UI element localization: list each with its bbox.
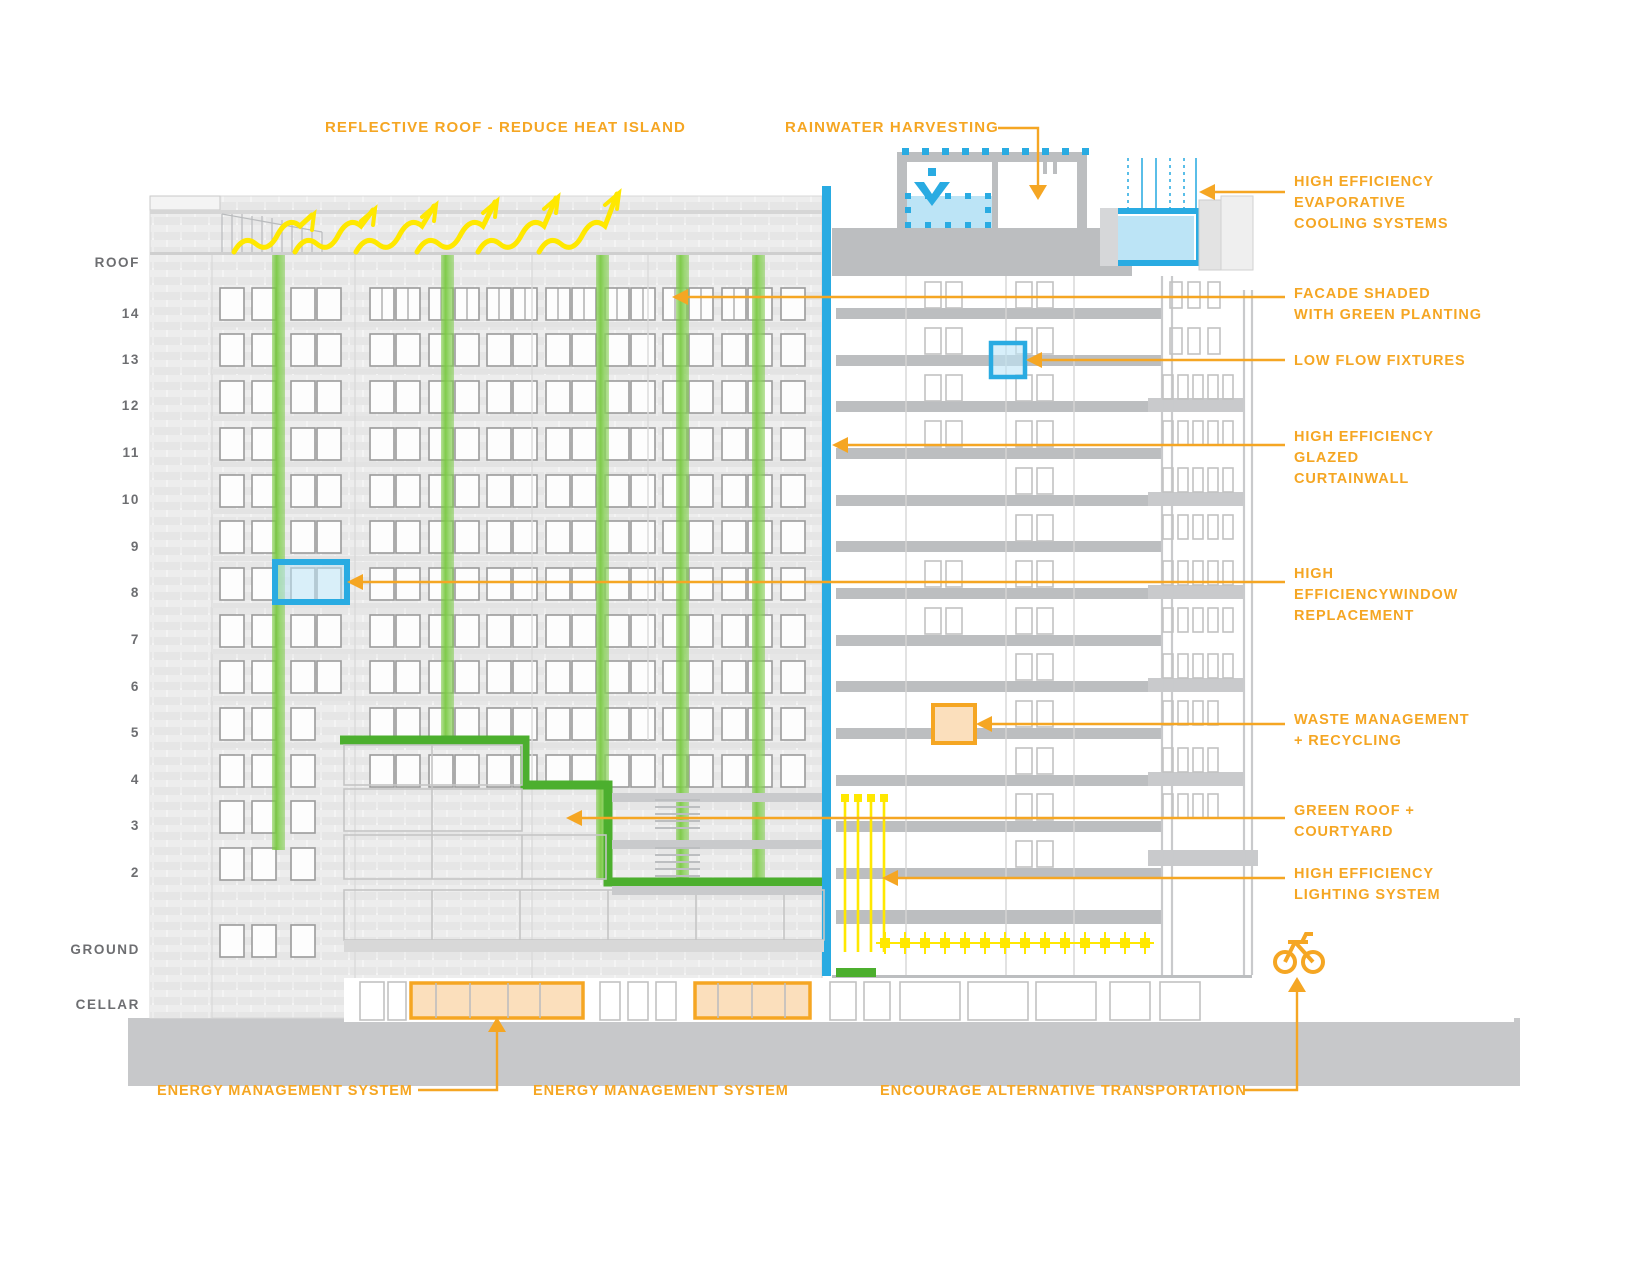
callout-waste-management: WASTE MANAGEMENT + RECYCLING (1294, 710, 1470, 752)
floor-label-5: 5 (130, 725, 140, 740)
podium-stairs (655, 799, 700, 877)
highlight-box-ems-mid (693, 981, 812, 1020)
green-planting-stripes (272, 255, 765, 880)
callout-line: + RECYCLING (1294, 733, 1402, 749)
callout-line: EFFICIENCYWINDOW (1294, 587, 1459, 603)
callout-green-roof-courtyard: GREEN ROOF + COURTYARD (1294, 801, 1415, 843)
highlight-box-waste-recycling (931, 703, 977, 745)
floor-label-7: 7 (130, 632, 140, 647)
floor-label-2: 2 (130, 865, 140, 880)
callout-line: HIGH EFFICIENCY (1294, 174, 1434, 190)
callout-line: HIGH EFFICIENCY (1294, 429, 1434, 445)
callout-line: LOW FLOW FIXTURES (1294, 353, 1466, 369)
highlight-box-low-flow-fixtures (988, 340, 1028, 380)
green-roof-line (340, 735, 822, 887)
floor-label-10: 10 (121, 492, 140, 507)
reflective-roof-heat-waves (231, 188, 622, 255)
callout-line: WASTE MANAGEMENT (1294, 712, 1470, 728)
callout-line: COOLING SYSTEMS (1294, 216, 1449, 232)
callout-line: EVAPORATIVE (1294, 195, 1406, 211)
highlight-box-window-replacement (272, 559, 350, 605)
floor-label-roof: ROOF (94, 255, 140, 270)
callout-line: LIGHTING SYSTEM (1294, 887, 1441, 903)
callout-alternative-transportation: ENCOURAGE ALTERNATIVE TRANSPORTATION (880, 1081, 1247, 1102)
callout-rainwater-harvesting: RAINWATER HARVESTING (785, 117, 999, 138)
podium-glazing (343, 744, 825, 952)
callout-line: GLAZED (1294, 450, 1360, 466)
site-ground-slab (128, 1018, 1520, 1086)
callout-line: REPLACEMENT (1294, 608, 1415, 624)
callout-line: ENERGY MANAGEMENT SYSTEM (533, 1083, 789, 1099)
callout-reflective-roof: REFLECTIVE ROOF - REDUCE HEAT ISLAND (325, 117, 686, 138)
callout-line: GREEN ROOF + (1294, 803, 1415, 819)
bicycle-icon (1273, 932, 1325, 974)
callout-line: HIGH (1294, 566, 1334, 582)
rooftop-rainwater-tank (832, 148, 1132, 262)
evaporative-cooling-unit (1100, 158, 1254, 271)
callout-facade-green-planting: FACADE SHADED WITH GREEN PLANTING (1294, 284, 1482, 326)
high-efficiency-lighting-system (841, 794, 1154, 954)
callout-leader-lines (347, 126, 1306, 1092)
callout-line: WITH GREEN PLANTING (1294, 307, 1482, 323)
podium-interior-section (612, 793, 822, 895)
water-drop-arrow-icon (914, 168, 950, 206)
highlight-box-ems-left (409, 981, 585, 1020)
callout-line: REFLECTIVE ROOF - REDUCE HEAT ISLAND (325, 119, 686, 136)
callout-energy-management-mid: ENERGY MANAGEMENT SYSTEM (533, 1081, 789, 1102)
callout-window-replacement: HIGH EFFICIENCYWINDOW REPLACEMENT (1294, 564, 1458, 627)
green-roof-ground-patch (836, 968, 876, 977)
callout-low-flow-fixtures: LOW FLOW FIXTURES (1294, 351, 1466, 372)
floor-label-13: 13 (121, 352, 140, 367)
callout-line: ENCOURAGE ALTERNATIVE TRANSPORTATION (880, 1083, 1247, 1099)
floor-label-cellar: CELLAR (75, 997, 140, 1012)
callout-energy-management-left: ENERGY MANAGEMENT SYSTEM (157, 1081, 413, 1102)
floor-label-ground: GROUND (70, 942, 140, 957)
floor-label-8: 8 (130, 585, 140, 600)
floor-label-9: 9 (130, 539, 140, 554)
callout-evaporative-cooling: HIGH EFFICIENCY EVAPORATIVE COOLING SYST… (1294, 172, 1449, 235)
callout-line: HIGH EFFICIENCY (1294, 866, 1434, 882)
callout-line: RAINWATER HARVESTING (785, 119, 999, 136)
floor-label-6: 6 (130, 679, 140, 694)
callout-line: CURTAINWALL (1294, 471, 1410, 487)
callout-glazed-curtainwall: HIGH EFFICIENCY GLAZED CURTAINWALL (1294, 427, 1434, 490)
callout-line: ENERGY MANAGEMENT SYSTEM (157, 1083, 413, 1099)
floor-label-14: 14 (121, 306, 140, 321)
callout-line: FACADE SHADED (1294, 286, 1431, 302)
callout-lighting-system: HIGH EFFICIENCY LIGHTING SYSTEM (1294, 864, 1440, 906)
floor-label-4: 4 (130, 772, 140, 787)
floor-label-12: 12 (121, 398, 140, 413)
callout-line: COURTYARD (1294, 824, 1394, 840)
floor-label-11: 11 (122, 445, 140, 460)
floor-label-3: 3 (130, 818, 140, 833)
